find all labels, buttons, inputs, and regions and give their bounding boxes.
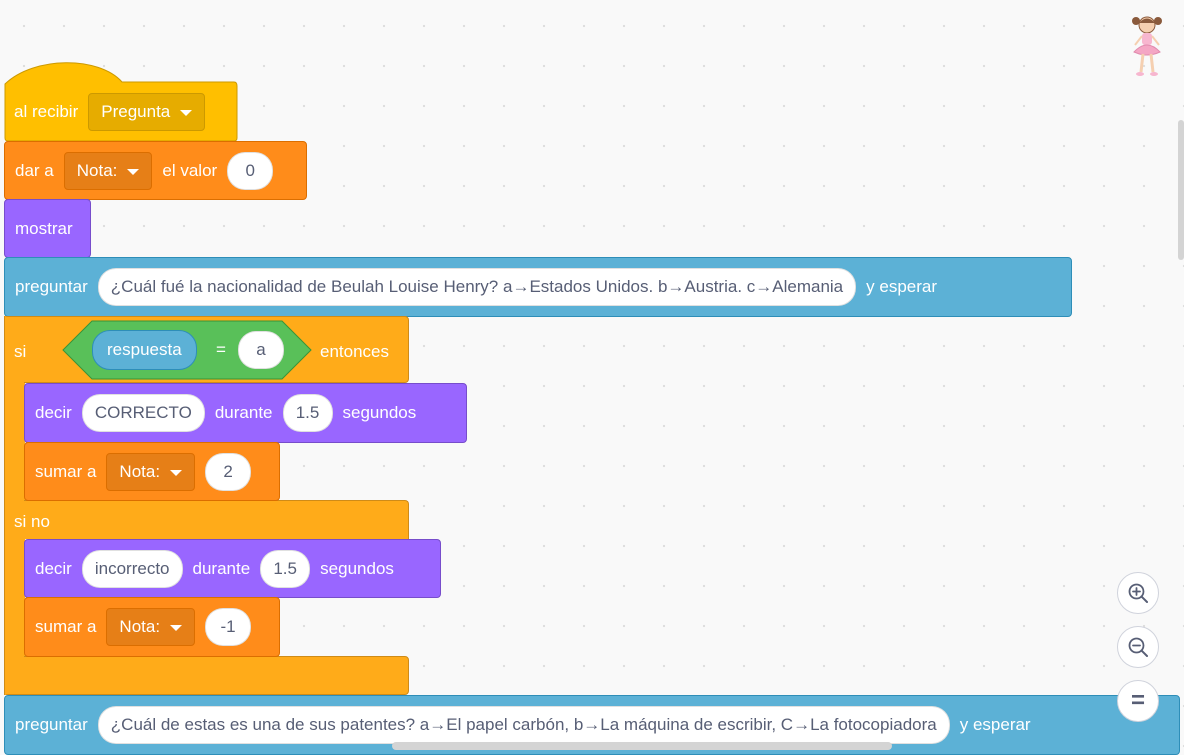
vertical-scrollbar[interactable] (1178, 120, 1184, 260)
change-value-input[interactable]: -1 (205, 608, 252, 646)
say-label-3: segundos (320, 558, 394, 578)
equals-operator-block[interactable]: respuesta = a (62, 320, 312, 380)
variable-dropdown-value: Nota: (119, 461, 161, 481)
sprite-ballerina-icon (1132, 16, 1162, 76)
ask-label: preguntar (15, 277, 88, 296)
say-label-3: segundos (342, 403, 417, 422)
chevron-down-icon (180, 110, 193, 116)
else-label: si no (14, 512, 50, 531)
change-label: sumar a (35, 617, 97, 636)
zoom-out-button[interactable] (1117, 626, 1159, 668)
chevron-down-icon (170, 469, 183, 476)
say-secs-input[interactable]: 1.5 (260, 549, 311, 588)
chevron-down-icon (170, 625, 183, 631)
comparison-value-input[interactable]: a (238, 331, 284, 369)
message-dropdown[interactable]: Pregunta (88, 93, 206, 131)
ask-label-2: y esperar (866, 277, 938, 296)
zoom-reset-button[interactable]: = (1117, 680, 1159, 722)
ask-label: preguntar (15, 715, 88, 734)
show-block[interactable]: mostrar (4, 199, 91, 258)
zoom-in-button[interactable] (1117, 572, 1159, 614)
set-variable-label: dar a (15, 160, 54, 180)
horizontal-scrollbar[interactable] (392, 742, 892, 750)
say-message-input[interactable]: incorrecto (81, 549, 183, 588)
variable-dropdown-value: Nota: (76, 160, 118, 180)
say-message-input[interactable]: CORRECTO (81, 394, 205, 432)
variable-dropdown-value: Nota: (119, 617, 161, 636)
say-label-2: durante (192, 558, 251, 578)
question-input[interactable]: ¿Cuál fué la nacionalidad de Beulah Loui… (97, 268, 857, 306)
change-variable-block[interactable]: sumar a Nota: -1 (24, 597, 280, 657)
value-input[interactable]: 0 (227, 151, 274, 190)
variable-dropdown[interactable]: Nota: (106, 452, 196, 491)
say-label: decir (35, 403, 72, 422)
when-i-receive-hat-block[interactable]: al recibir Pregunta (4, 62, 238, 142)
set-variable-label-2: el valor (162, 160, 218, 180)
say-label: decir (35, 558, 72, 578)
zoom-in-icon (1128, 583, 1148, 603)
if-else-block[interactable]: si respuesta = a entonces si no (4, 316, 410, 696)
variable-dropdown[interactable]: Nota: (63, 151, 153, 190)
say-label-2: durante (214, 403, 273, 422)
answer-reporter[interactable]: respuesta (92, 330, 197, 370)
chevron-down-icon (127, 168, 140, 175)
hat-label: al recibir (14, 102, 79, 121)
change-value-input[interactable]: 2 (205, 452, 252, 491)
change-label: sumar a (35, 461, 97, 481)
ask-label-2: y esperar (959, 715, 1031, 734)
say-for-secs-block[interactable]: decir CORRECTO durante 1.5 segundos (24, 383, 467, 443)
variable-dropdown[interactable]: Nota: (106, 608, 196, 646)
show-label: mostrar (15, 218, 73, 238)
ask-and-wait-block[interactable]: preguntar ¿Cuál fué la nacionalidad de B… (4, 257, 1072, 317)
zoom-out-icon (1128, 637, 1148, 657)
message-dropdown-value: Pregunta (101, 102, 171, 121)
then-label: entonces (320, 342, 389, 361)
say-secs-input[interactable]: 1.5 (282, 394, 333, 432)
zoom-reset-icon: = (1130, 687, 1145, 714)
set-variable-block[interactable]: dar a Nota: el valor 0 (4, 141, 307, 200)
question-input[interactable]: ¿Cuál de estas es una de sus patentes? a… (97, 706, 950, 744)
change-variable-block[interactable]: sumar a Nota: 2 (24, 442, 280, 501)
if-label: si (14, 342, 27, 361)
say-for-secs-block[interactable]: decir incorrecto durante 1.5 segundos (24, 539, 441, 598)
equals-operator-symbol: = (216, 340, 226, 359)
